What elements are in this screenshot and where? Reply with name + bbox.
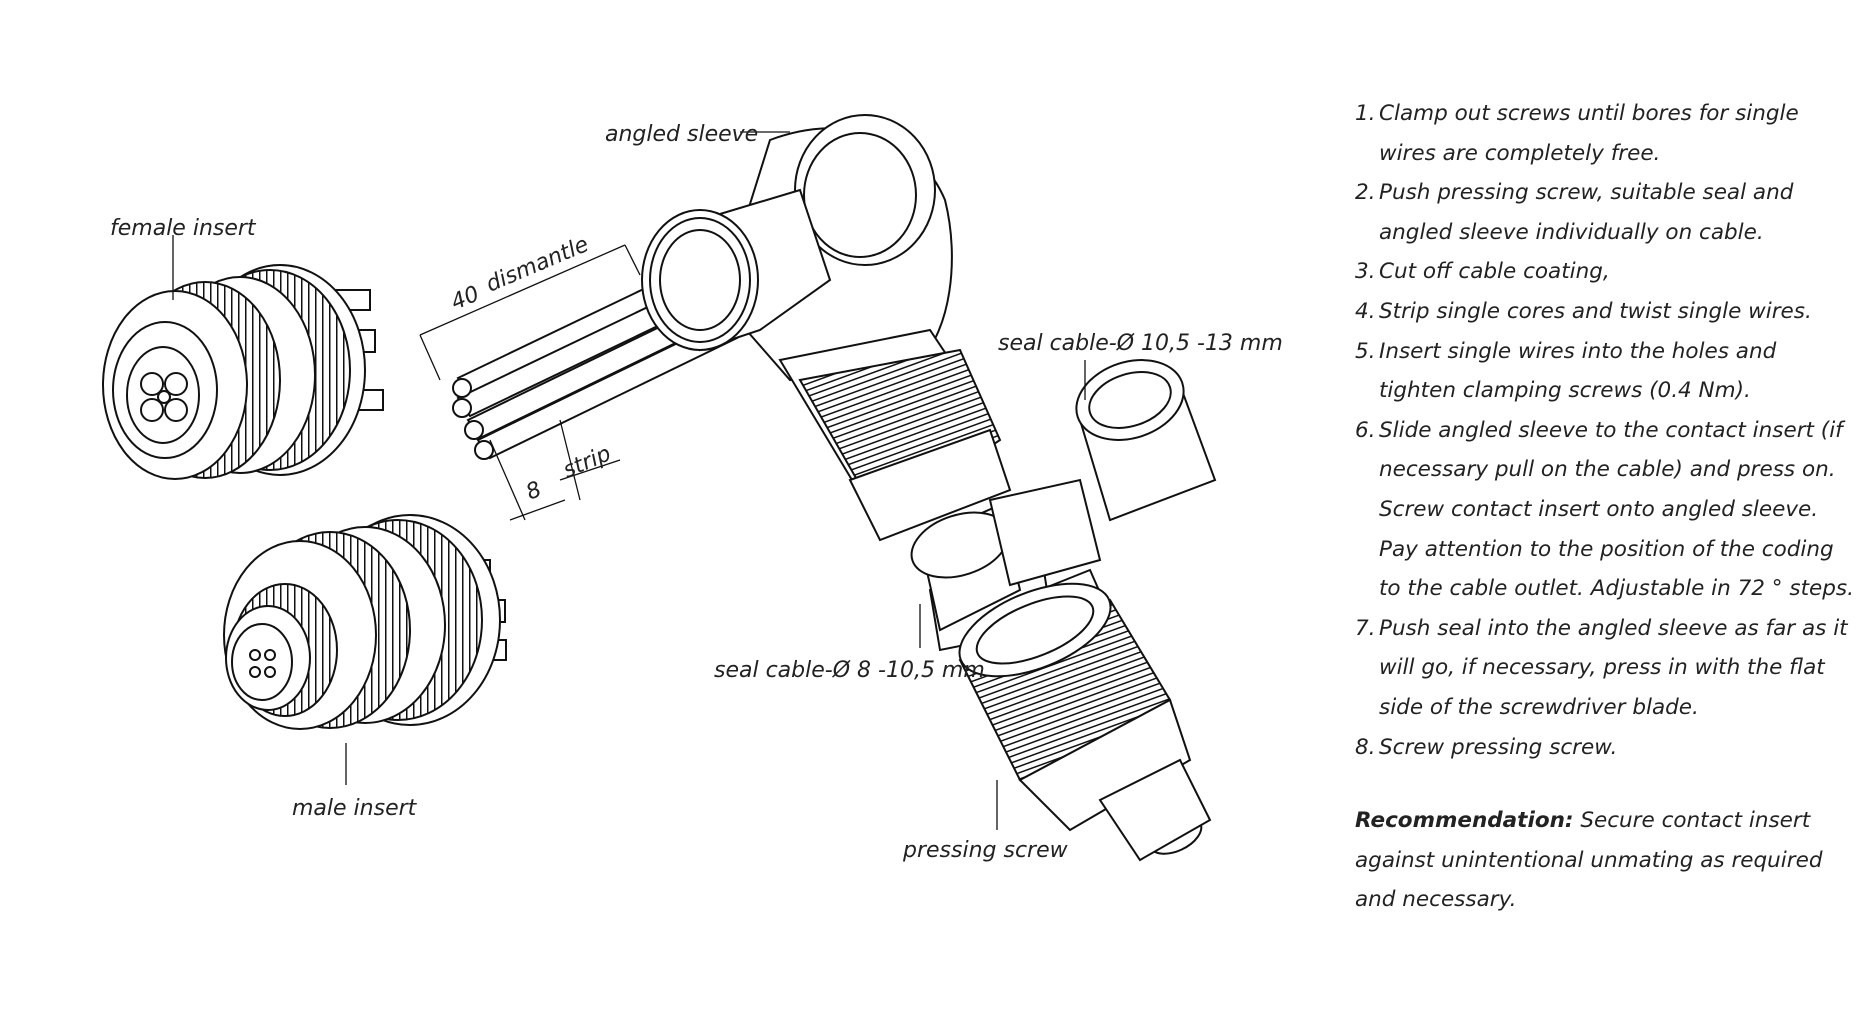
male-insert-part bbox=[223, 514, 507, 730]
step-number: 2. bbox=[1355, 180, 1376, 206]
step-item: 6.Slide angled sleeve to the contact ins… bbox=[1355, 411, 1855, 609]
recommendation-label: Recommendation: bbox=[1355, 808, 1574, 834]
angled-sleeve-label: angled sleeve bbox=[605, 122, 758, 147]
large-seal-part bbox=[1075, 359, 1217, 522]
step-text: Strip single cores and twist single wire… bbox=[1379, 298, 1812, 324]
step-text: Push seal into the angled sleeve as far … bbox=[1379, 615, 1848, 720]
dimension-lines bbox=[419, 244, 641, 521]
step-item: 8.Screw pressing screw. bbox=[1355, 728, 1855, 768]
step-text: Slide angled sleeve to the contact inser… bbox=[1379, 417, 1854, 602]
assembly-drawing: female insert male insert angled sleeve … bbox=[102, 114, 1283, 863]
step-number: 1. bbox=[1355, 101, 1376, 126]
strip-value-label: 8 bbox=[523, 477, 546, 505]
pressing-screw-label: pressing screw bbox=[902, 838, 1069, 863]
seal-large-label: seal cable-Ø 10,5 -13 mm bbox=[998, 331, 1283, 356]
step-text: Push pressing screw, suitable seal and a… bbox=[1379, 180, 1794, 245]
pressing-screw-part bbox=[958, 582, 1212, 862]
step-item: 5.Insert single wires into the holes and… bbox=[1355, 332, 1855, 411]
dismantle-value-label: 40 bbox=[448, 282, 484, 316]
strip-text-label: strip bbox=[560, 441, 615, 483]
steps-list: 1.Clamp out screws until bores for singl… bbox=[1355, 94, 1855, 767]
dismantle-text-label: dismantle bbox=[483, 232, 593, 297]
step-number: 6. bbox=[1355, 417, 1376, 443]
angled-sleeve-part bbox=[641, 114, 1012, 542]
step-number: 3. bbox=[1355, 259, 1376, 285]
step-number: 4. bbox=[1355, 298, 1376, 324]
step-number: 8. bbox=[1355, 734, 1376, 760]
step-item: 3.Cut off cable coating, bbox=[1355, 252, 1855, 292]
step-text: Cut off cable coating, bbox=[1379, 259, 1610, 285]
leader-lines bbox=[172, 131, 1086, 830]
recommendation-note: Recommendation: Secure contact insert ag… bbox=[1355, 801, 1855, 920]
seal-small-label: seal cable-Ø 8 -10,5 mm bbox=[714, 658, 985, 683]
female-insert-part bbox=[102, 264, 384, 480]
instructions-panel: 1.Clamp out screws until bores for singl… bbox=[1355, 94, 1855, 920]
female-insert-label: female insert bbox=[110, 216, 257, 241]
step-text: Clamp out screws until bores for single … bbox=[1379, 101, 1799, 166]
step-item: 4.Strip single cores and twist single wi… bbox=[1355, 292, 1855, 332]
male-insert-label: male insert bbox=[292, 796, 418, 821]
step-number: 7. bbox=[1355, 615, 1376, 641]
recommendation-text: Secure contact insert against unintentio… bbox=[1355, 808, 1823, 913]
step-item: 1.Clamp out screws until bores for singl… bbox=[1355, 94, 1855, 173]
step-text: Screw pressing screw. bbox=[1379, 734, 1618, 760]
step-text: Insert single wires into the holes and t… bbox=[1379, 338, 1777, 404]
step-item: 7.Push seal into the angled sleeve as fa… bbox=[1355, 609, 1855, 728]
step-number: 5. bbox=[1355, 338, 1376, 364]
step-item: 2.Push pressing screw, suitable seal and… bbox=[1355, 173, 1855, 252]
